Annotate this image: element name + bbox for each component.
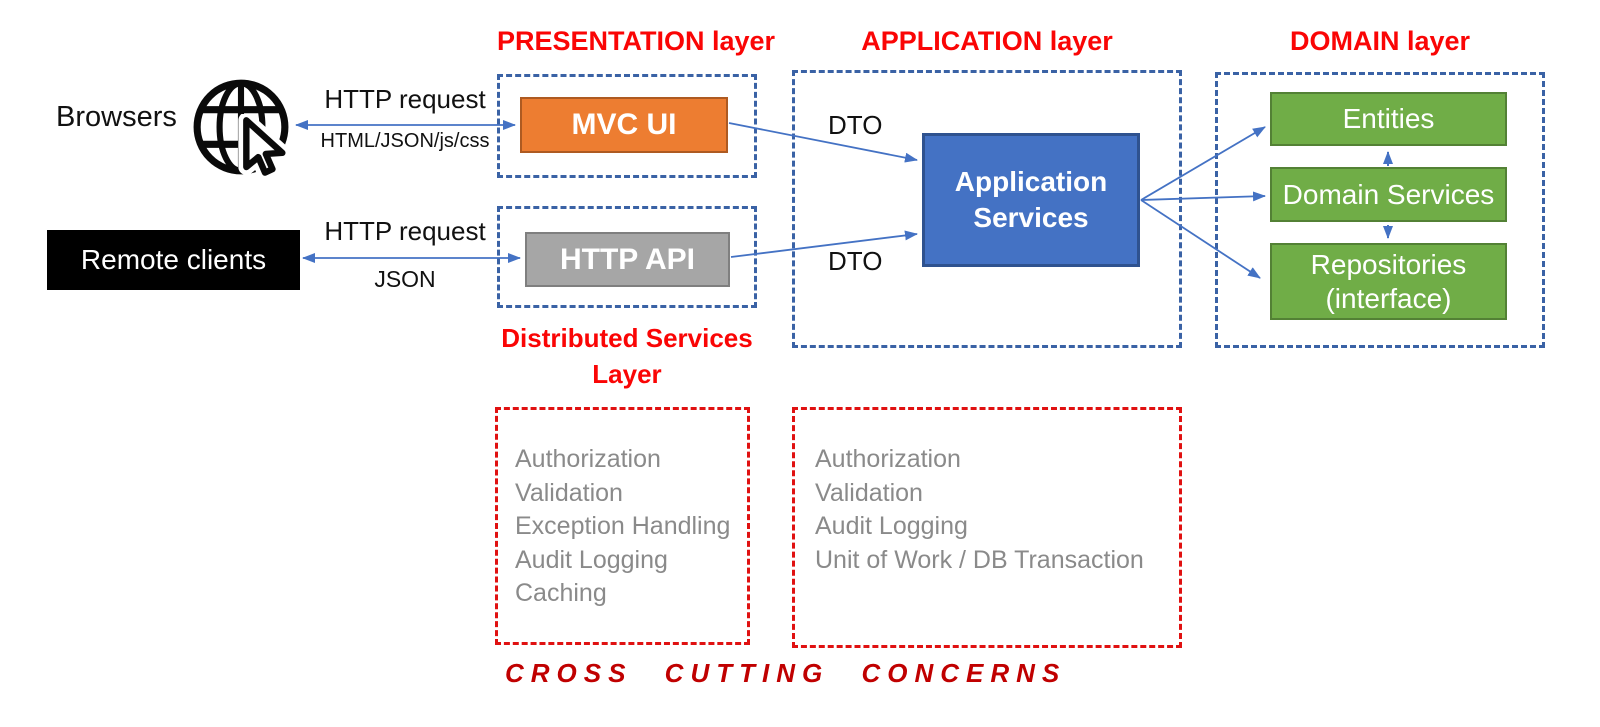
- entities-box: Entities: [1270, 92, 1507, 146]
- concern-item: Authorization: [515, 445, 661, 473]
- application-services-label: Application Services: [954, 166, 1108, 233]
- domain-services-label: Domain Services: [1282, 178, 1495, 210]
- mvc-ui-box: MVC UI: [520, 97, 728, 153]
- repositories-label: Repositories (interface): [1310, 248, 1467, 314]
- dto-top-label: DTO: [828, 110, 883, 140]
- domain-services-box: Domain Services: [1270, 167, 1507, 222]
- cross-cutting-concerns-title: CROSS CUTTING CONCERNS: [505, 658, 1067, 688]
- distributed-services-title: Distributed Services Layer: [487, 320, 767, 392]
- concern-item: Unit of Work / DB Transaction: [815, 545, 1144, 574]
- concern-item: Authorization: [815, 445, 961, 473]
- presentation-layer-title: PRESENTATION layer: [497, 26, 776, 56]
- application-layer-title: APPLICATION layer: [861, 26, 1113, 56]
- mvc-ui-label: MVC UI: [571, 108, 677, 141]
- concern-item: Audit Logging: [815, 512, 968, 540]
- remote-clients-box: Remote clients: [47, 230, 300, 290]
- concern-item: Exception Handling: [515, 512, 731, 540]
- browsers-label: Browsers: [56, 101, 177, 133]
- http-api-label: HTTP API: [559, 242, 695, 276]
- concern-item: Validation: [815, 478, 923, 507]
- distributed-services-title-line1: Distributed Services: [501, 323, 753, 353]
- remote-clients-label: Remote clients: [80, 244, 267, 275]
- json-label: JSON: [374, 266, 436, 292]
- http-api-box: HTTP API: [525, 232, 730, 287]
- domain-layer-title: DOMAIN layer: [1289, 26, 1471, 56]
- concern-item: Caching: [515, 579, 607, 607]
- dto-bottom-label: DTO: [828, 246, 883, 276]
- cursor-icon: [238, 114, 291, 180]
- entities-label: Entities: [1342, 103, 1435, 134]
- application-services-box: Application Services: [922, 133, 1140, 267]
- repositories-box: Repositories (interface): [1270, 243, 1507, 320]
- http-request-top-label: HTTP request: [324, 84, 486, 114]
- concern-item: Audit Logging: [515, 545, 668, 574]
- concern-item: Validation: [515, 478, 623, 507]
- http-request-bottom-label: HTTP request: [324, 216, 486, 246]
- distributed-services-title-line2: Layer: [592, 359, 662, 389]
- http-payload-top-label: HTML/JSON/js/css: [320, 130, 490, 152]
